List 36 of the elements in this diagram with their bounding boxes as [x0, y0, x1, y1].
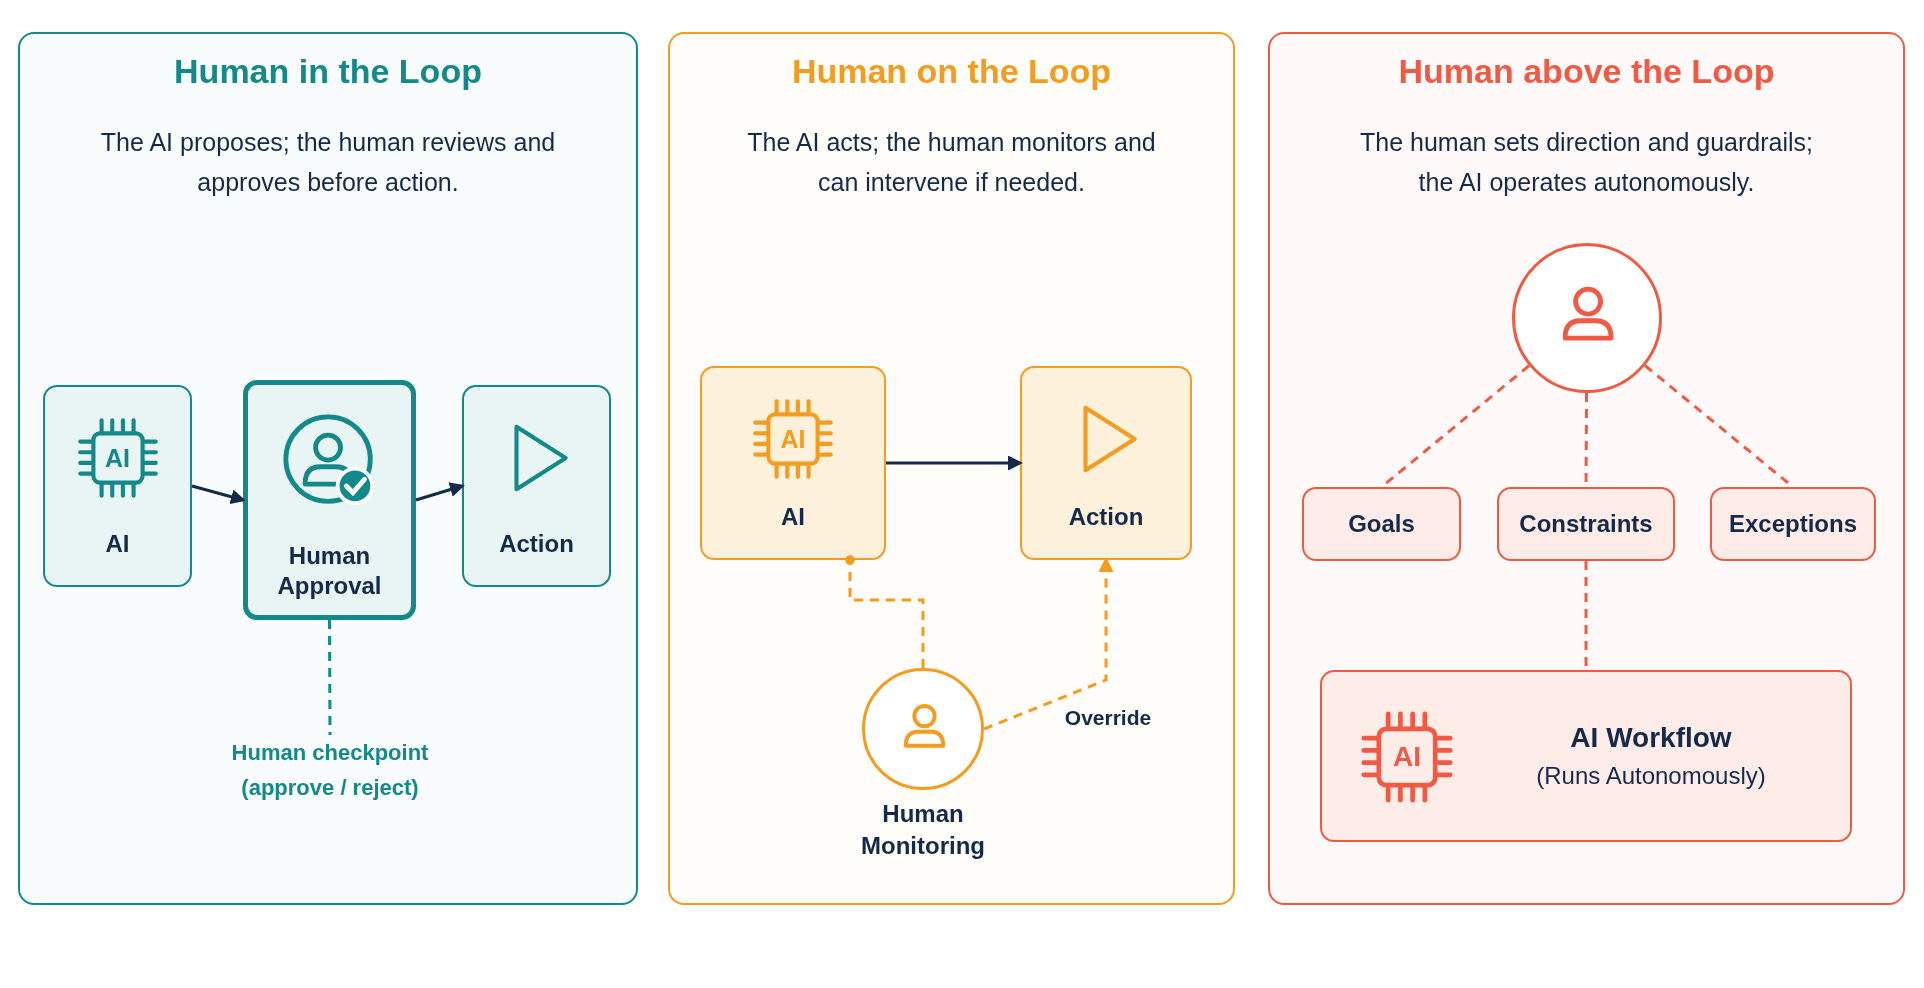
process-box [1497, 487, 1675, 561]
circle-label: Human Monitoring [860, 799, 986, 861]
process-box [1302, 487, 1461, 561]
process-box [1320, 670, 1852, 842]
panel-description: The AI proposes; the human reviews and approves before action. [99, 127, 557, 198]
process-box [1710, 487, 1876, 561]
chip-label: AI [1392, 743, 1422, 771]
panel-description: The human sets direction and guardrails; the AI operates autonomously. [1359, 127, 1814, 198]
box-label: Human Approval [276, 541, 383, 601]
process-box [462, 385, 611, 587]
dashed-connector [845, 555, 925, 668]
panel-description: The AI acts; the human monitors and can intervene if needed. [746, 127, 1157, 198]
process-box [1020, 366, 1192, 560]
chip-label: AI [779, 425, 807, 453]
box-subtitle: (Runs Autonomously) [1535, 762, 1767, 790]
box-label: Goals [1347, 510, 1416, 538]
box-label: AI [780, 502, 806, 532]
panel-card [1268, 32, 1905, 905]
box-label: Action [498, 529, 575, 559]
chip-label: AI [104, 444, 131, 472]
checkpoint-note: Human checkpoint (approve / reject) [230, 739, 430, 802]
panel-card [668, 32, 1235, 905]
process-box [700, 366, 886, 560]
box-label: Exceptions [1727, 510, 1858, 538]
panel-title: Human in the Loop [173, 52, 483, 91]
dashed-connector [983, 557, 1114, 731]
panel-card [18, 32, 638, 905]
box-label: AI [104, 529, 131, 559]
process-box [243, 380, 416, 620]
dashed-connector [328, 620, 332, 735]
panel-title: Human above the Loop [1397, 52, 1776, 91]
box-title: AI Workflow [1569, 722, 1733, 754]
box-label: Constraints [1518, 510, 1654, 538]
panel-title: Human on the Loop [790, 52, 1113, 91]
process-box [43, 385, 192, 587]
box-label: Action [1067, 502, 1145, 532]
